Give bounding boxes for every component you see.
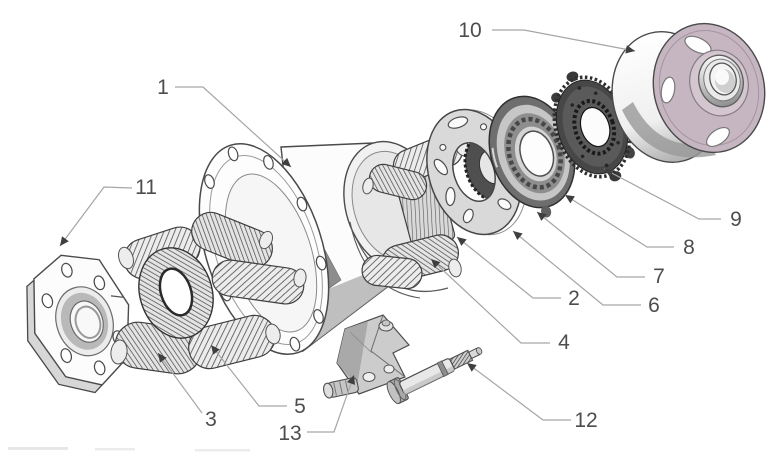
leader-line-3 (157, 352, 203, 414)
leader-line-9 (603, 168, 721, 220)
leader-line-13 (307, 374, 355, 433)
leader-line-8 (564, 194, 674, 248)
callout-label-9: 9 (730, 208, 742, 231)
adjuster-shaft-part-12 (386, 347, 483, 405)
leader-arrowhead-11 (60, 236, 69, 246)
bracket-part-13 (323, 314, 410, 399)
callout-label-2: 2 (568, 287, 580, 310)
leader-line-1 (175, 86, 292, 168)
leader-line-11 (59, 186, 133, 247)
callout-label-8: 8 (683, 236, 695, 259)
leader-arrowhead-10 (625, 45, 635, 54)
callout-label-6: 6 (648, 294, 660, 317)
leader-line-12 (466, 362, 571, 421)
leader-arrowhead-2 (457, 237, 467, 246)
leader-arrowhead-1 (281, 157, 291, 167)
leader-arrowhead-5 (211, 345, 220, 355)
leader-arrowhead-9 (604, 169, 614, 177)
worm-gear-cluster-left-parts-3-5 (110, 211, 307, 375)
side-flange-part-11 (26, 254, 130, 394)
callout-label-10: 10 (458, 19, 481, 42)
callout-label-3: 3 (205, 408, 217, 431)
callout-label-1: 1 (157, 76, 169, 99)
leader-arrowhead-3 (158, 353, 167, 363)
toothed-disc-part-9 (551, 71, 635, 182)
leader-arrowhead-7 (537, 212, 547, 221)
callout-label-12: 12 (574, 409, 597, 432)
scan-artifacts (8, 447, 250, 452)
output-flange-part-10 (611, 22, 766, 163)
leader-line-10 (492, 29, 636, 52)
leader-line-5 (210, 344, 287, 407)
leader-arrowhead-12 (467, 363, 477, 372)
leader-line-7 (536, 211, 645, 278)
callout-label-13: 13 (278, 422, 301, 445)
callout-label-11: 11 (135, 176, 157, 199)
callout-label-4: 4 (558, 331, 570, 354)
leader-arrowhead-8 (565, 195, 575, 204)
leader-line-4 (430, 258, 550, 344)
leader-line-2 (456, 236, 561, 299)
leader-arrowhead-4 (431, 259, 441, 269)
leader-arrowhead-13 (347, 375, 355, 385)
leader-line-6 (512, 230, 641, 306)
callout-label-7: 7 (653, 265, 665, 288)
leader-arrowhead-6 (513, 231, 523, 240)
callout-label-5: 5 (294, 395, 306, 418)
